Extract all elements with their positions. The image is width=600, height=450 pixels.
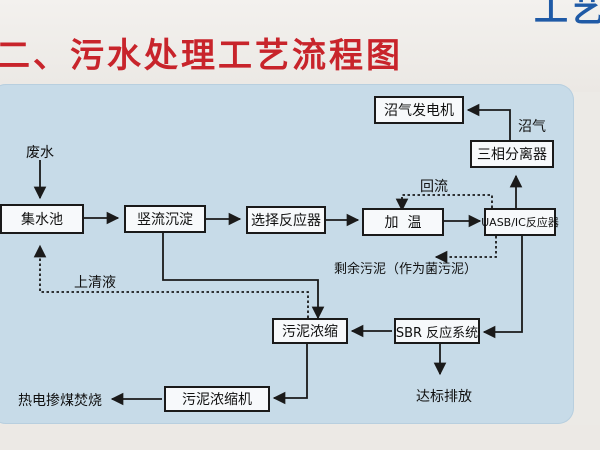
label-feishui: 废水 <box>26 145 54 161</box>
node-uasb: UASB/IC反应器 <box>481 208 559 236</box>
node-shuliu: 竖流沉淀 <box>124 205 206 233</box>
label-huiliu: 回流 <box>420 179 448 195</box>
node-sanxiang: 三相分离器 <box>470 140 554 168</box>
header-band <box>0 0 600 92</box>
arrow-nongsuo-nongsuoji <box>272 344 308 405</box>
diagram-title: 二、污水处理工艺流程图 <box>0 36 403 76</box>
node-sbr: SBR 反应系统 <box>394 318 480 344</box>
node-zhaoqi-fadian: 沼气发电机 <box>374 96 464 124</box>
node-jishuichi: 集水池 <box>0 204 84 234</box>
node-wuni-nongsuo: 污泥浓缩 <box>272 318 348 344</box>
label-shangqingye: 上清液 <box>74 275 116 291</box>
node-jiawen: 加 温 <box>362 208 444 236</box>
node-xuanze: 选择反应器 <box>246 206 326 234</box>
arrow-sanxiang-fadian <box>466 103 511 140</box>
top-partial-text: 工艺 <box>534 0 600 30</box>
arrow-huiliu-dotted <box>395 194 493 212</box>
bottom-strip <box>0 425 600 450</box>
label-redian: 热电掺煤焚烧 <box>18 393 102 409</box>
arrow-shuliu-nongsuo <box>162 232 325 320</box>
arrow-shengyu-dotted <box>434 236 497 264</box>
node-wuni-nongsuoji: 污泥浓缩机 <box>164 386 270 412</box>
label-zhaoqi: 沼气 <box>518 119 546 135</box>
arrow-uasb-sbr <box>482 236 523 339</box>
arrow-shangqingye-dotted <box>33 244 309 318</box>
label-shengyu: 剩余污泥（作为菌污泥） <box>334 262 478 277</box>
label-dabiao: 达标排放 <box>416 389 472 405</box>
